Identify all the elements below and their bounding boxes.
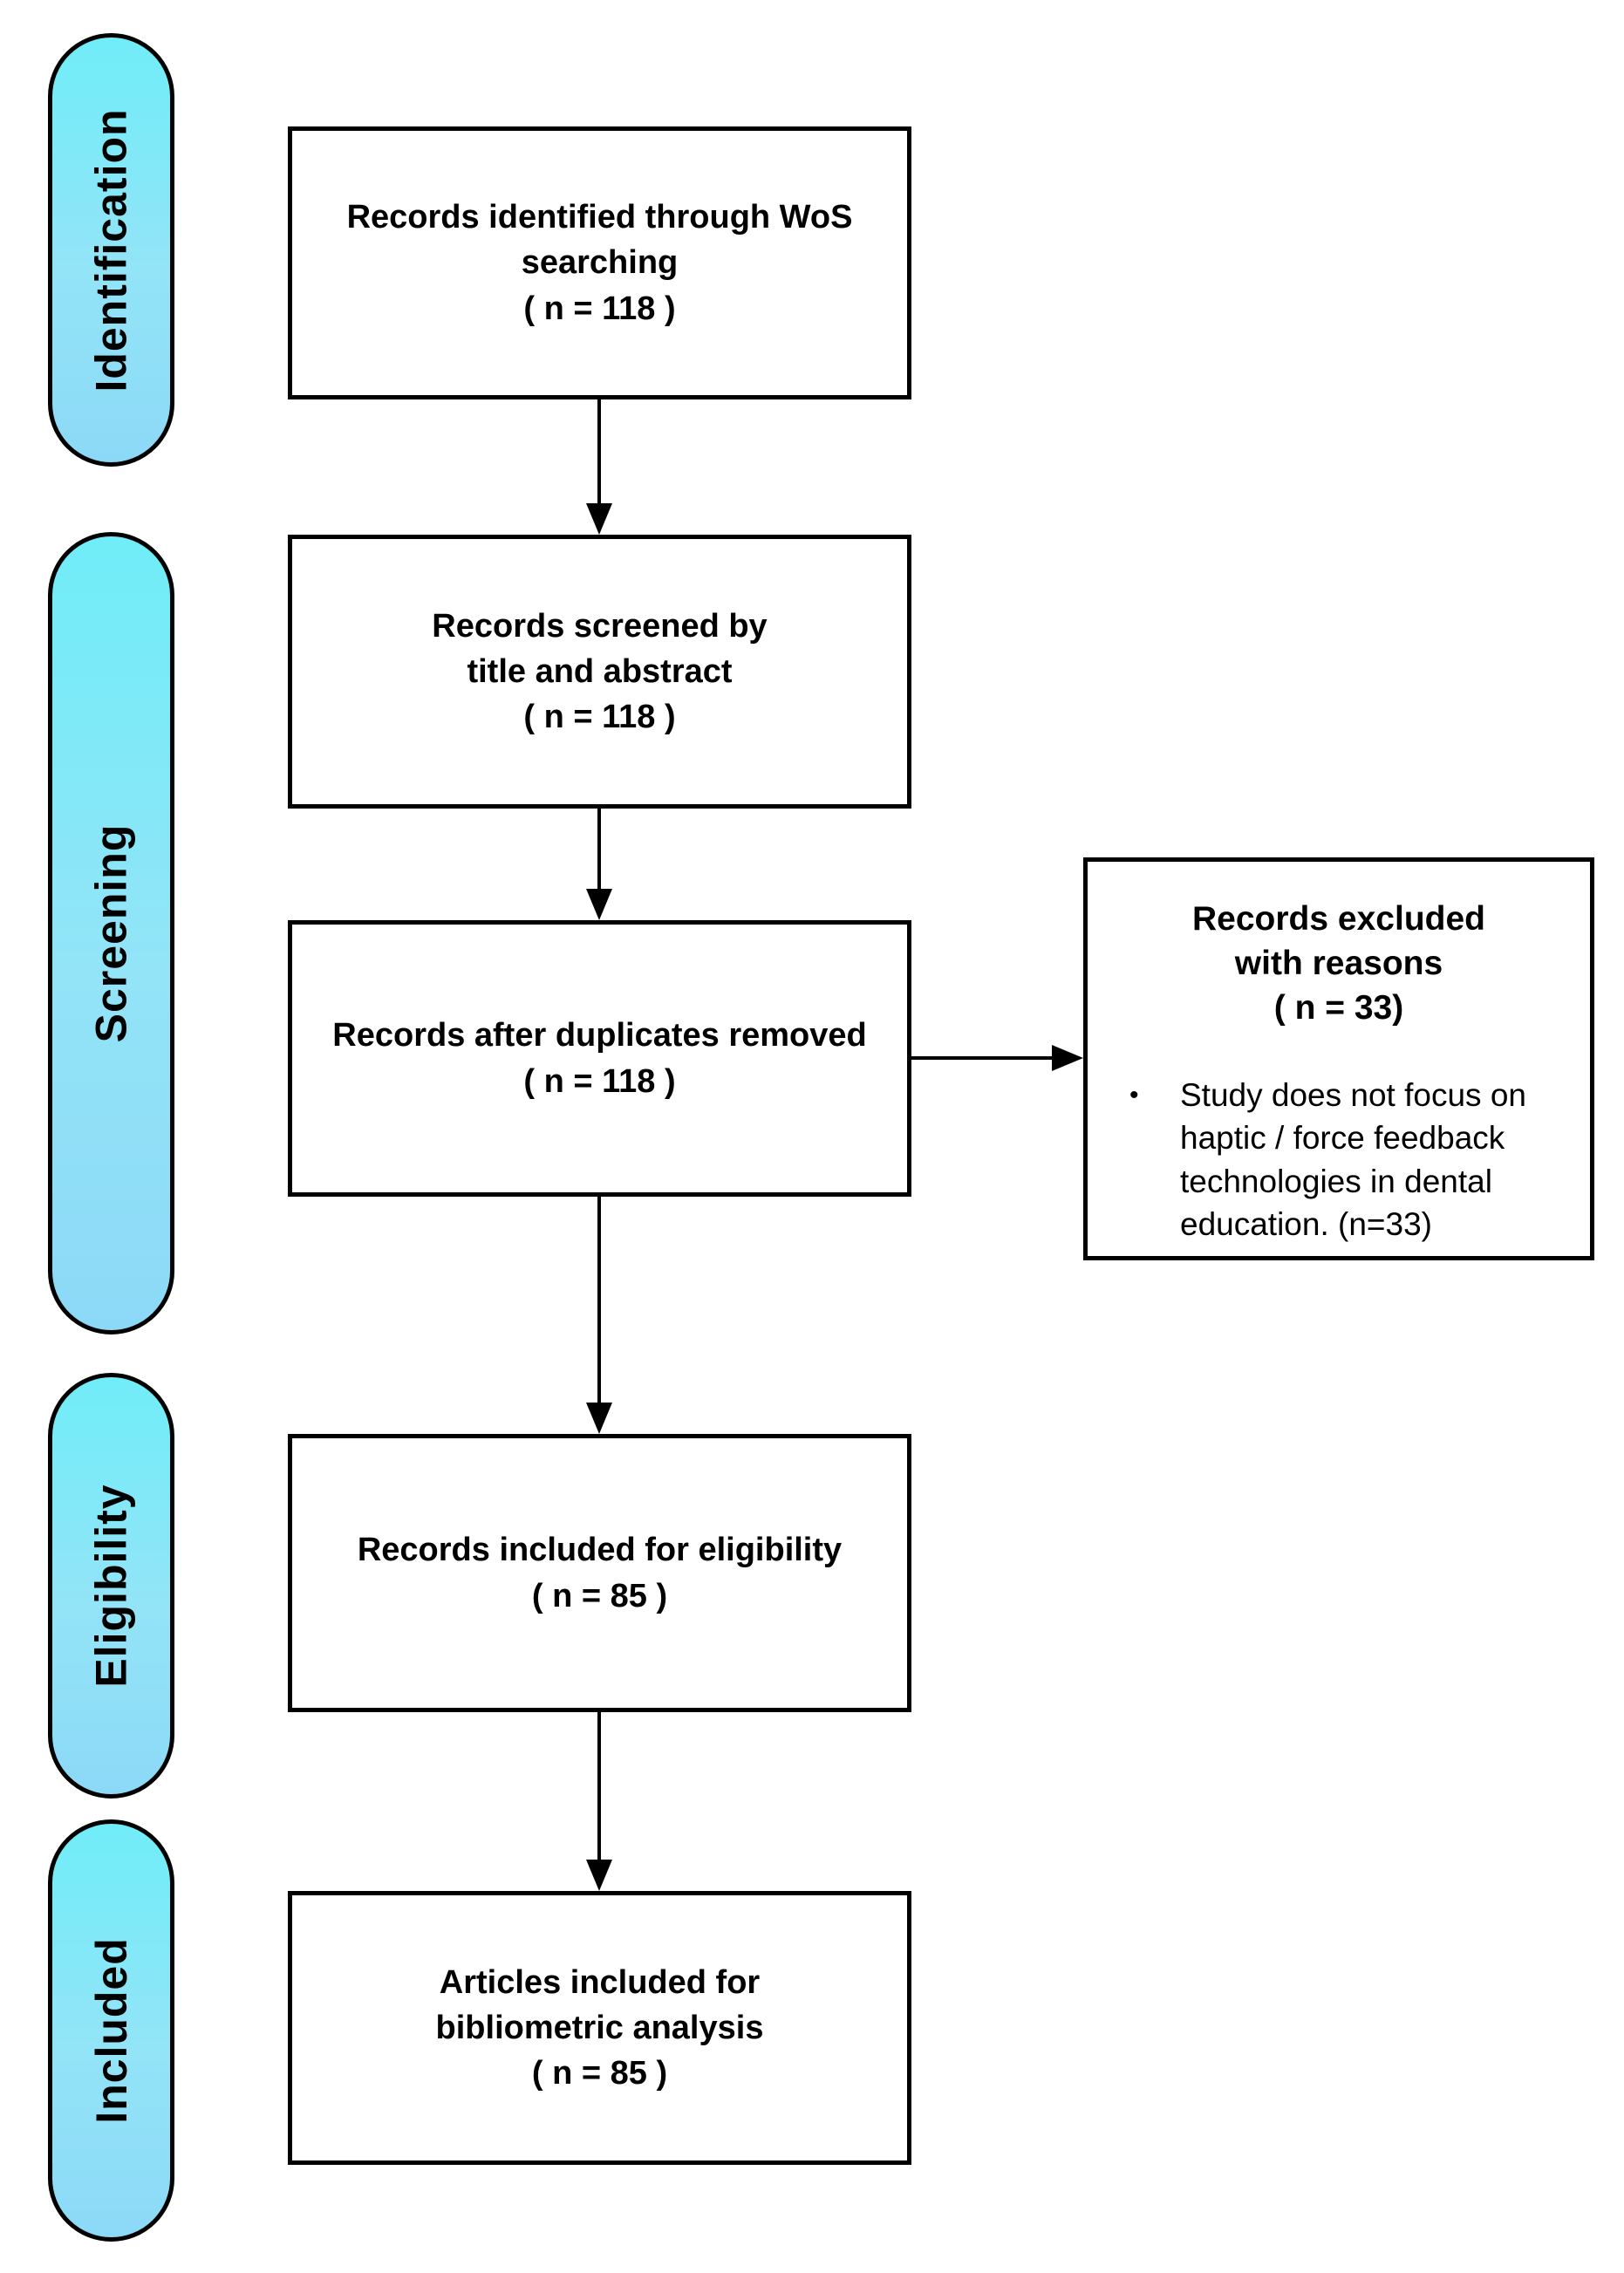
exclusion-box: Records excluded with reasons ( n = 33) … [1083,857,1594,1260]
stage-label-included: Included [86,1937,136,2124]
flow-box-bibliometric-analysis: Articles included for bibliometric analy… [288,1891,911,2165]
bullet-marker: • [1129,1081,1139,1110]
flow-box-count: ( n = 118 ) [523,1062,676,1100]
arrow-line [597,1712,601,1860]
flow-box-duplicates-removed: Records after duplicates removed ( n = 1… [288,920,911,1197]
flow-box-included-eligibility: Records included for eligibility ( n = 8… [288,1434,911,1712]
arrow-head [586,1860,612,1891]
arrow-line [597,399,601,503]
stage-label-identification: Identification [86,107,136,392]
stage-label-eligibility: Eligibility [86,1484,136,1688]
flow-box-records-screened: Records screened by title and abstract (… [288,535,911,809]
exclusion-reason-text: Study does not focus on haptic / force f… [1180,1077,1526,1242]
exclusion-header-count: ( n = 33) [1273,989,1404,1027]
flow-box-text-line: searching [521,244,679,282]
stage-pill-screening: Screening [48,532,174,1334]
arrow-head [586,1403,612,1434]
flow-box-text-line: Records screened by [432,607,768,645]
flow-box-count: ( n = 118 ) [523,699,676,736]
arrow-line [597,809,601,889]
flow-box-text-line: Records identified through WoS [346,199,853,236]
arrow-line [597,1197,601,1403]
flow-box-count: ( n = 118 ) [523,290,676,327]
exclusion-header-line: with reasons [1234,945,1443,983]
flow-box-count: ( n = 85 ) [531,1577,668,1614]
arrow-head [1052,1045,1083,1071]
exclusion-reason-item: • Study does not focus on haptic / force… [1129,1074,1542,1246]
flow-box-text-line: Records included for eligibility [357,1532,843,1569]
arrow-head [586,503,612,535]
stage-label-screening: Screening [86,823,136,1043]
exclusion-box-header: Records excluded with reasons ( n = 33) [1088,897,1590,1030]
flow-box-text-line: title and abstract [467,652,733,690]
flow-box-text-line: Records after duplicates removed [332,1017,867,1055]
exclusion-header-line: Records excluded [1192,900,1485,938]
stage-pill-eligibility: Eligibility [48,1373,174,1799]
stage-pill-included: Included [48,1819,174,2242]
flow-box-count: ( n = 85 ) [531,2055,668,2092]
arrow-head [586,889,612,920]
flow-box-records-identified: Records identified through WoS searching… [288,126,911,399]
arrow-line [911,1056,1052,1060]
flow-box-text-line: bibliometric analysis [435,2009,764,2046]
exclusion-reasons-list: • Study does not focus on haptic / force… [1129,1074,1542,1246]
flow-box-text-line: Articles included for [439,1963,761,2001]
stage-pill-identification: Identification [48,33,174,467]
